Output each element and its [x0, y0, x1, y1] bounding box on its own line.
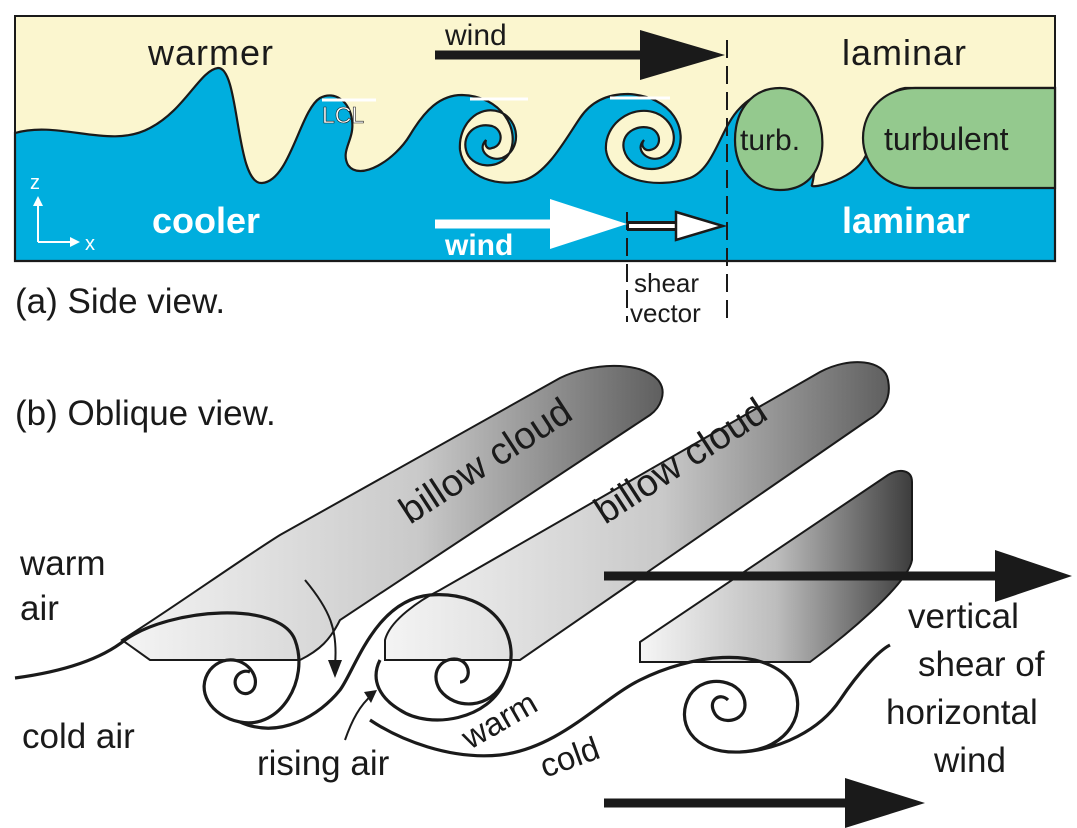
label-wind-bottom: wind: [444, 229, 513, 262]
label-cooler: cooler: [152, 200, 260, 241]
label-cold: cold: [535, 729, 605, 784]
descending-arrow-head: [328, 660, 342, 678]
shear-wind-arrow-top-head: [995, 550, 1072, 602]
label-shear-line2: vector: [630, 298, 701, 328]
billow-cloud-2: [384, 361, 890, 661]
wave-boundary-line: [14, 593, 891, 758]
label-warm-air-line2: air: [20, 589, 59, 628]
label-warm-air-line1: warm: [19, 544, 106, 583]
rising-air-arrow-head: [364, 690, 377, 703]
label-shear-line2: shear of: [918, 645, 1045, 684]
oblique-view-panel: (b) Oblique view. billow cloud billow cl…: [14, 361, 1072, 828]
billow-cloud-3: [639, 469, 913, 663]
descending-arrow: [304, 579, 337, 666]
label-laminar-bottom: laminar: [842, 200, 970, 241]
wind-arrow-bottom-head: [550, 199, 627, 249]
axis-z-head: [33, 196, 43, 206]
wind-arrow-top-head: [640, 30, 725, 80]
side-view-frame: [14, 15, 1056, 262]
label-axis-z: z: [30, 172, 40, 194]
rising-air-arrow: [344, 694, 373, 741]
label-warm: warm: [454, 684, 543, 757]
label-cold-air: cold air: [22, 717, 135, 756]
label-turbulent: turbulent: [884, 121, 1009, 157]
turbulent-small-blob: [733, 86, 824, 192]
label-axis-x: x: [85, 233, 95, 255]
shear-wind-arrow-bottom-head: [845, 778, 925, 828]
label-shear-line1: vertical: [908, 597, 1019, 636]
label-laminar-top: laminar: [842, 32, 967, 73]
caption-side-view: (a) Side view.: [15, 282, 225, 321]
label-wind-top: wind: [444, 19, 507, 52]
axis-x-head: [70, 237, 80, 247]
label-shear-line4: wind: [933, 741, 1006, 780]
label-lcl: LCL: [322, 102, 364, 128]
label-shear-line3: horizontal: [886, 693, 1038, 732]
label-turb-small: turb.: [740, 124, 800, 157]
caption-oblique-view: (b) Oblique view.: [15, 394, 276, 433]
label-rising-air: rising air: [257, 744, 390, 783]
label-warmer: warmer: [147, 32, 274, 73]
turbulent-large-blob: [861, 86, 1057, 190]
label-shear-line1: shear: [634, 268, 699, 298]
side-view-panel: warmer laminar wind LCL turb. turbulent …: [13, 15, 1057, 328]
shear-vector-head: [674, 210, 728, 242]
billow-cloud-1: [120, 364, 664, 661]
